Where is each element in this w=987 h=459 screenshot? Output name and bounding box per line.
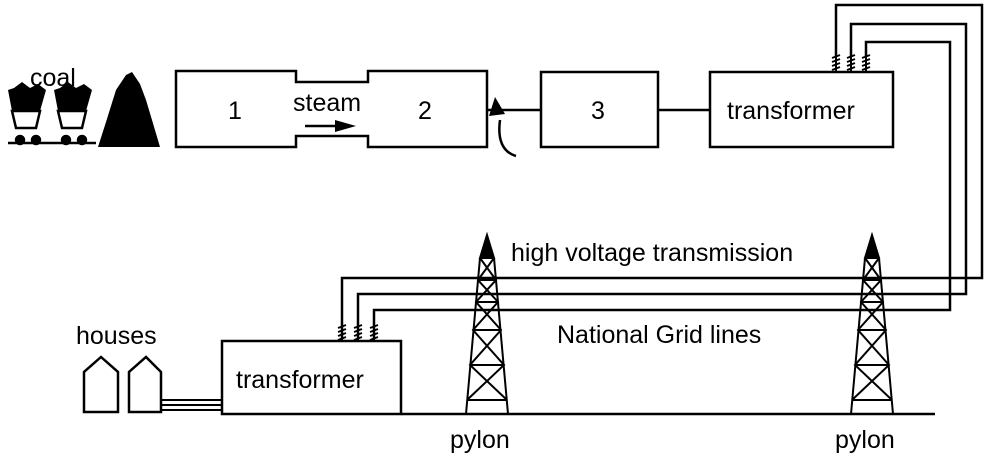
pylon-left-icon	[465, 231, 509, 415]
house-cables	[161, 399, 222, 411]
box-1-outline	[174, 69, 489, 149]
national-grid-cables	[340, 3, 984, 338]
rotation-arrow	[498, 119, 517, 158]
box-2-label: 2	[418, 97, 432, 125]
transformer-bottom-coils	[337, 324, 379, 341]
national-grid-label: National Grid lines	[557, 321, 761, 349]
steam-arrow-head	[335, 120, 356, 132]
coal-heap-icon	[98, 72, 160, 147]
coal-carts-icon	[8, 82, 96, 146]
house-icon-2	[127, 355, 163, 414]
box-1-label: 1	[228, 97, 242, 125]
high-voltage-label: high voltage transmission	[511, 239, 793, 267]
house-icon-1	[82, 355, 120, 414]
pylon-right-icon	[850, 231, 894, 415]
transformer-bottom-label: transformer	[236, 366, 364, 394]
pylon-left-label: pylon	[450, 426, 510, 454]
transformer-top-coils	[831, 54, 871, 72]
houses-label: houses	[76, 322, 157, 350]
transformer-bottom-box	[220, 339, 403, 416]
coal-label: coal	[30, 64, 76, 92]
pylon-right-label: pylon	[835, 426, 895, 454]
transformer-top-box	[708, 70, 895, 149]
transformer-top-label: transformer	[727, 97, 855, 125]
rotation-arrow-head	[489, 97, 505, 116]
steam-label: steam	[293, 89, 361, 117]
box-3-label: 3	[591, 97, 605, 125]
